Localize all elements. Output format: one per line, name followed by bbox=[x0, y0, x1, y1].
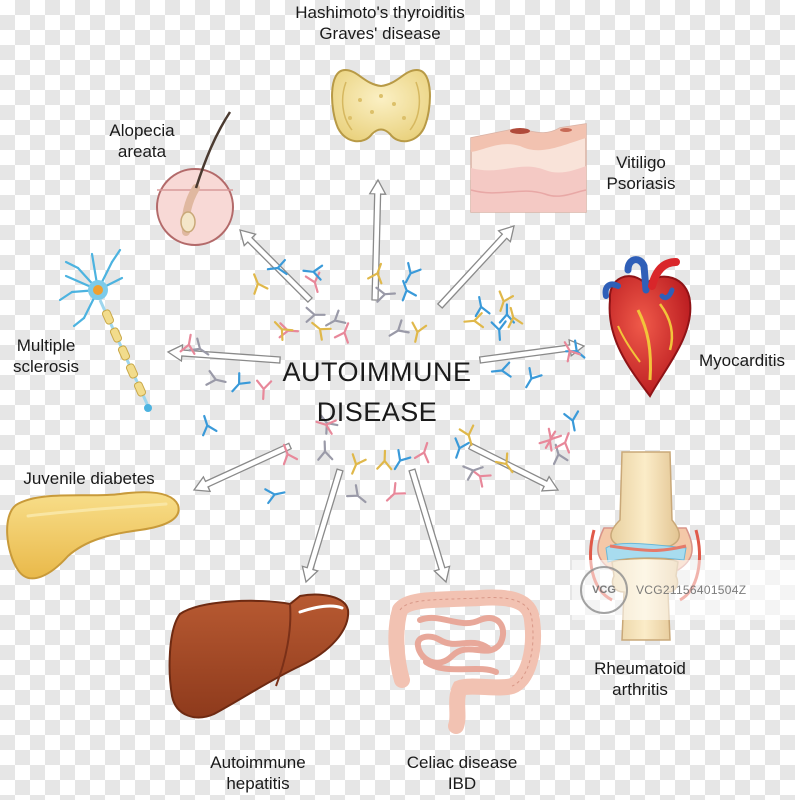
watermark: VCG VCG21156401504Z bbox=[572, 560, 795, 620]
antibody-icon bbox=[266, 258, 288, 276]
nerve-label: Multiple sclerosis bbox=[12, 336, 80, 376]
antibody-icon bbox=[563, 410, 580, 432]
center-title-line1: AUTOIMMUNE bbox=[282, 357, 472, 387]
antibody-icon bbox=[376, 449, 393, 471]
antibody-icon bbox=[345, 484, 367, 504]
antibody-icon bbox=[413, 441, 430, 464]
antibody-icon bbox=[305, 306, 326, 323]
antibody-icon bbox=[231, 372, 251, 393]
antibody-icon bbox=[333, 322, 350, 344]
antibody-icon bbox=[179, 333, 196, 355]
antibody-icon bbox=[202, 414, 218, 437]
antibody-icon bbox=[264, 488, 286, 505]
intestine-icon bbox=[388, 589, 541, 734]
antibody-icon bbox=[494, 452, 514, 474]
antibody-icon bbox=[462, 465, 484, 481]
antibody-icon bbox=[282, 443, 299, 466]
antibody-icon bbox=[498, 290, 515, 312]
antibody-swarm bbox=[179, 258, 586, 505]
antibody-icon bbox=[256, 379, 273, 401]
antibody-icon bbox=[490, 361, 512, 378]
antibody-icon bbox=[544, 427, 563, 449]
liver-label: Autoimmune hepatitis bbox=[210, 753, 306, 793]
pancreas-label: Juvenile diabetes bbox=[23, 469, 155, 488]
antibody-icon bbox=[351, 453, 367, 475]
center-title: AUTOIMMUNE DISEASE bbox=[237, 352, 517, 432]
liver-icon bbox=[168, 593, 350, 719]
arrow-to-thyroid bbox=[368, 178, 387, 301]
antibody-icon bbox=[525, 367, 543, 389]
antibody-icon bbox=[273, 321, 294, 342]
arrow-to-joint bbox=[467, 442, 560, 492]
antibody-icon bbox=[385, 482, 407, 502]
antibody-icon bbox=[401, 279, 418, 302]
antibody-icon bbox=[393, 449, 412, 471]
antibody-icon bbox=[463, 312, 485, 329]
center-title-line2: DISEASE bbox=[316, 397, 438, 427]
arrow-to-skin bbox=[436, 225, 515, 309]
joint-label: Rheumatoid arthritis bbox=[594, 659, 686, 699]
antibody-icon bbox=[315, 419, 337, 435]
hair-follicle-icon bbox=[156, 111, 234, 246]
antibody-icon bbox=[411, 321, 428, 343]
antibody-icon bbox=[304, 271, 321, 294]
antibody-icon bbox=[458, 424, 475, 446]
antibody-icon bbox=[388, 319, 410, 337]
intestine-label: Celiac disease IBD bbox=[406, 753, 518, 793]
hair-label: Alopecia areata bbox=[109, 121, 175, 161]
antibody-icon bbox=[507, 306, 524, 329]
antibody-icon bbox=[490, 320, 507, 341]
antibody-icon bbox=[474, 295, 491, 318]
antibody-icon bbox=[302, 264, 324, 281]
arrow-to-hair bbox=[239, 229, 314, 304]
heart-icon bbox=[602, 256, 692, 398]
antibody-icon bbox=[253, 273, 269, 295]
antibody-icon bbox=[311, 321, 332, 341]
antibody-icon bbox=[454, 437, 470, 459]
arrow-to-pancreas bbox=[192, 442, 293, 493]
antibody-icon bbox=[325, 309, 347, 327]
arrow-to-intestine bbox=[408, 468, 451, 584]
arrows-group bbox=[166, 178, 586, 584]
skin-icon bbox=[470, 123, 587, 213]
skin-label: Vitiligo Psoriasis bbox=[606, 153, 676, 193]
antibody-icon bbox=[554, 432, 571, 454]
thyroid-label: Hashimoto's thyroiditis Graves' disease bbox=[295, 3, 465, 43]
thyroid-icon bbox=[331, 68, 431, 143]
antibody-icon bbox=[404, 261, 422, 284]
antibody-icon bbox=[470, 469, 492, 488]
neuron-icon bbox=[58, 248, 152, 412]
antibody-icon bbox=[563, 341, 581, 363]
antibody-icon bbox=[375, 286, 396, 303]
watermark-logo: VCG bbox=[580, 566, 628, 614]
heart-label: Myocarditis bbox=[699, 351, 785, 370]
watermark-id: VCG21156401504Z bbox=[636, 583, 747, 597]
antibody-icon bbox=[205, 369, 227, 386]
arrow-to-liver bbox=[301, 468, 344, 584]
pancreas-icon bbox=[6, 491, 180, 580]
antibody-icon bbox=[367, 262, 383, 285]
antibody-icon bbox=[317, 440, 334, 461]
